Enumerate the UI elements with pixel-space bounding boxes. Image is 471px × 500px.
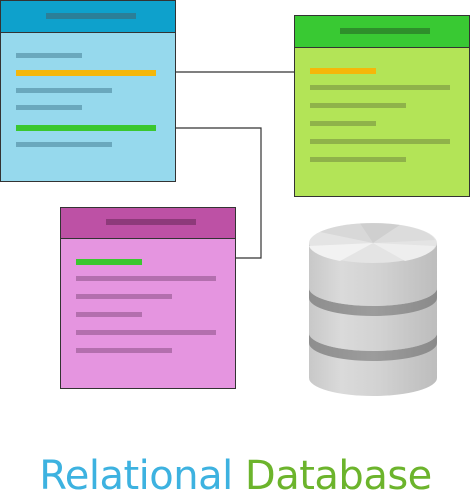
table-green-row (310, 139, 450, 144)
table-green-row-highlight (310, 68, 376, 74)
table-pink-row (76, 276, 216, 281)
cylinder-band-lower (309, 333, 437, 361)
table-pink (60, 207, 236, 389)
table-green-header-bar (340, 28, 430, 34)
table-blue-header-bar (46, 13, 136, 19)
table-pink-row (76, 348, 172, 353)
cylinder-lid-facet (320, 223, 373, 243)
database-cylinder-icon (309, 223, 437, 396)
table-blue-row-highlight (16, 70, 156, 76)
table-pink-row (76, 312, 142, 317)
table-pink-header-bar (106, 219, 196, 225)
title-part-relational: Relational (39, 453, 233, 499)
cylinder-lid-facet (373, 225, 435, 243)
table-green-row (310, 103, 406, 108)
table-blue-row (16, 142, 112, 147)
table-green-row (310, 157, 406, 162)
table-blue-row (16, 88, 112, 93)
table-green (294, 15, 470, 197)
table-green-row (310, 85, 450, 90)
table-pink-row (76, 330, 216, 335)
table-blue (0, 0, 176, 182)
table-blue-row-highlight (16, 125, 156, 131)
connector-blue-to-pink (176, 127, 262, 259)
cylinder-band-upper (309, 288, 437, 316)
table-pink-row-highlight (76, 259, 142, 265)
table-pink-row (76, 294, 172, 299)
cylinder-lid-facet (309, 243, 373, 261)
table-blue-row (16, 105, 82, 110)
table-green-row (310, 121, 376, 126)
title-part-database: Database (244, 453, 432, 499)
cylinder-lid-facet (360, 223, 400, 243)
table-blue-row (16, 53, 82, 58)
relationship-connectors (176, 71, 295, 259)
cylinder-lid-facet (373, 243, 435, 261)
page-title: Relational Database (0, 452, 471, 500)
